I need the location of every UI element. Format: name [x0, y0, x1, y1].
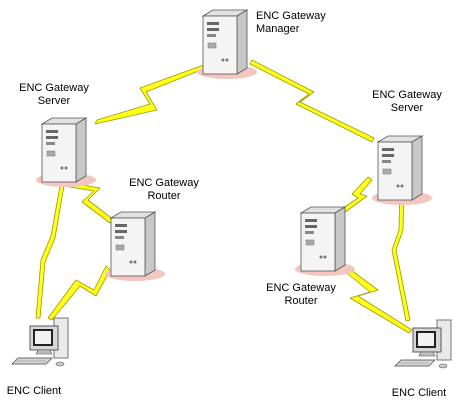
manager-label-line2: Manager: [256, 23, 300, 35]
manager-label: ENC Gateway Manager: [256, 10, 326, 36]
client-left-label: ENC Client: [0, 385, 68, 398]
router-right-tower-server-icon: [294, 206, 356, 277]
manager-label-line1: ENC Gateway: [256, 10, 326, 22]
link-manager-server-left: [94, 61, 213, 125]
link-router-right-client: [336, 261, 413, 334]
server-right-label: ENC Gateway Server: [369, 89, 445, 115]
link-server-left-client: [35, 185, 65, 319]
server-left-label-line2: Server: [37, 95, 71, 107]
router-left-label-line1: ENC Gateway: [129, 177, 199, 189]
router-right-label: ENC Gateway Router: [263, 282, 339, 308]
router-right-label-line2: Router: [284, 295, 318, 307]
router-right-label-line1: ENC Gateway: [266, 282, 336, 294]
client-left-label-line1: ENC Client: [6, 385, 62, 397]
link-router-left-client: [47, 265, 111, 321]
link-server-left-router: [63, 181, 115, 224]
client-right-label-line1: ENC Client: [391, 387, 447, 399]
client-right-label: ENC Client: [384, 387, 454, 400]
manager-tower-server-icon: [196, 9, 258, 80]
client-left-desktop-computer-icon: [11, 317, 69, 367]
router-left-label: ENC Gateway Router: [126, 177, 202, 203]
server-right-tower-server-icon: [371, 135, 433, 206]
router-left-label-line2: Router: [147, 190, 181, 202]
link-manager-server-right: [249, 59, 375, 143]
server-right-label-line1: ENC Gateway: [372, 89, 442, 101]
router-left-tower-server-icon: [104, 211, 166, 282]
server-right-label-line2: Server: [390, 102, 424, 114]
server-left-label-line1: ENC Gateway: [19, 82, 89, 94]
links: [35, 59, 413, 334]
server-left-label: ENC Gateway Server: [16, 82, 92, 108]
server-left-tower-server-icon: [35, 117, 97, 188]
